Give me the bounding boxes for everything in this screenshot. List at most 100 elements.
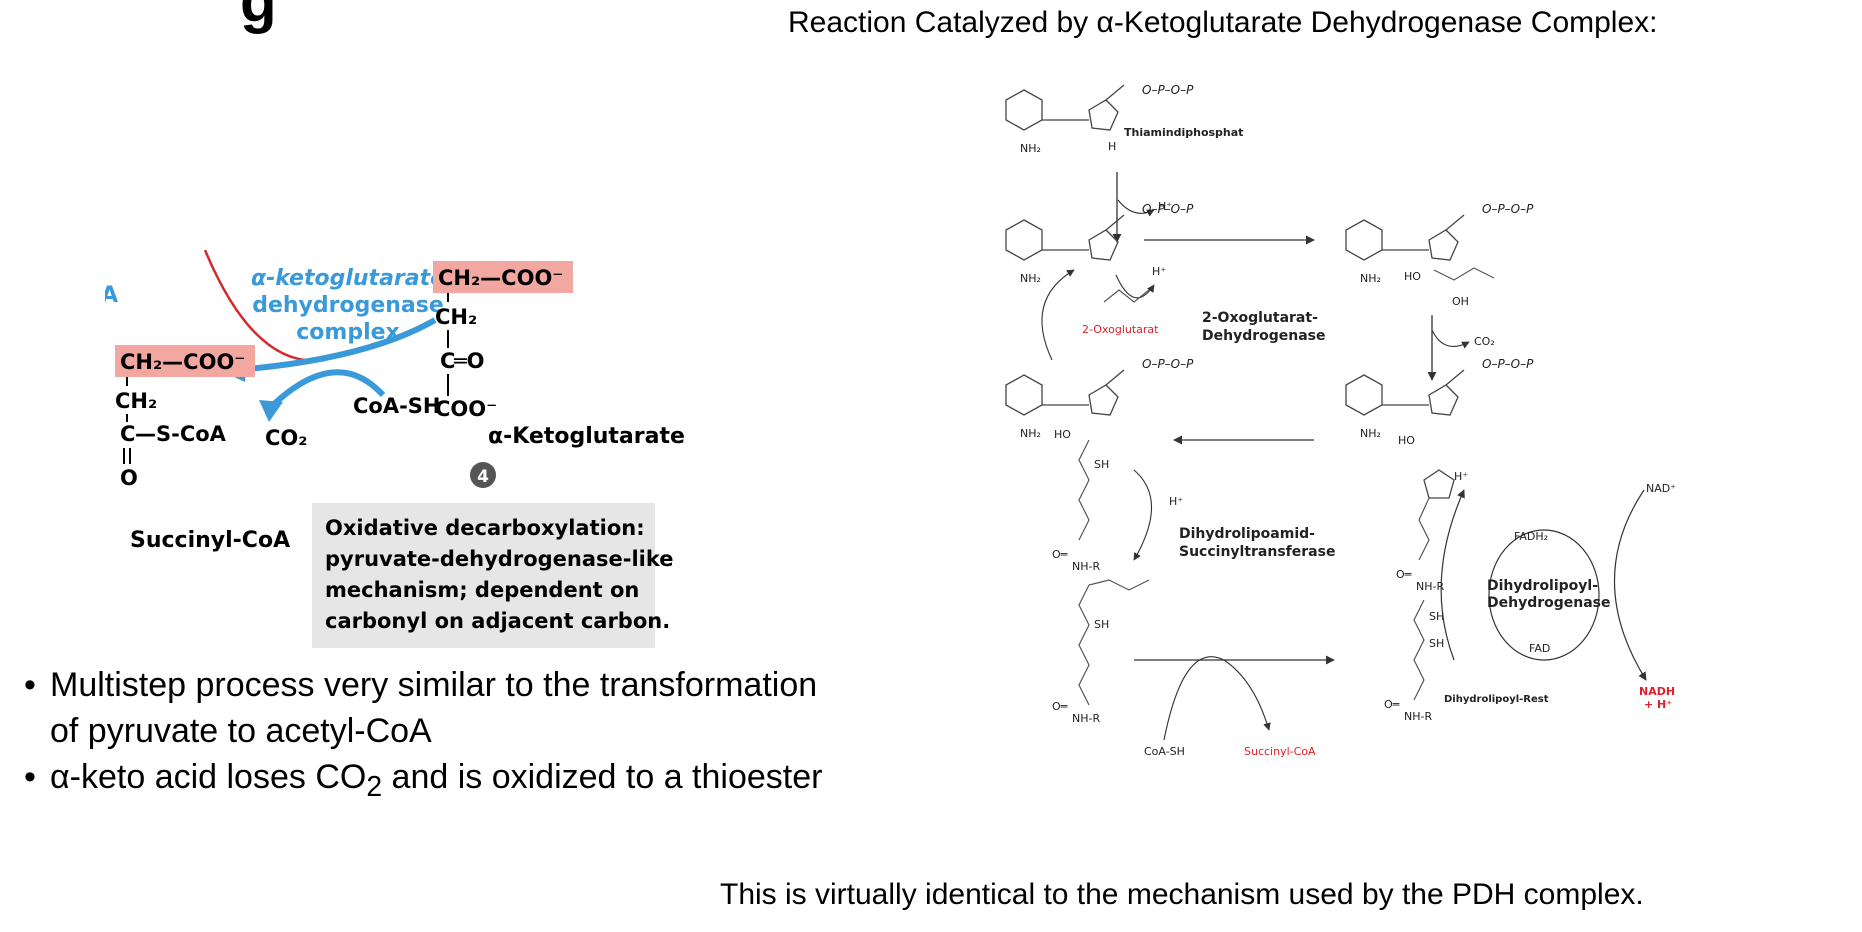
e1-line1: 2-Oxoglutarat- [1202, 310, 1318, 326]
pyrophosphate: O–P–O–P [1142, 83, 1194, 97]
nadh-line2: + H⁺ [1644, 698, 1672, 711]
enzyme-label: α-ketoglutarate dehydrogenase complex [251, 266, 445, 345]
bullet-line: of pyruvate to acetyl-CoA [50, 712, 432, 750]
slide-title-fragment: g [240, 0, 277, 34]
note-line-4: carbonyl on adjacent carbon. [325, 609, 670, 633]
coa-sh-label: CoA-SH [353, 394, 441, 418]
co2-label: CO₂ [265, 426, 307, 450]
attack-arrow [1115, 274, 1155, 299]
hydroxyl: HO [1398, 434, 1415, 447]
hydroxyl: OH [1452, 295, 1469, 308]
carbonyl: O═ [1396, 568, 1412, 581]
bullet-text: Multistep process very similar to the tr… [50, 662, 817, 754]
e3-line1: Dihydrolipoyl- [1487, 578, 1598, 594]
h-plus: H⁺ [1454, 470, 1468, 483]
amide: NH-R [1072, 712, 1100, 725]
pyrophosphate: O–P–O–P [1142, 202, 1194, 216]
e3-label: Dihydrolipoyl- Dehydrogenase [1487, 578, 1611, 611]
thiol: SH [1429, 637, 1444, 650]
succinyl-lipoamide: SH O═ NH-R [1052, 579, 1150, 725]
reaction-figure-svg: A α-ketoglutarate dehydrogenase complex … [105, 250, 685, 648]
e3-cycle [1488, 529, 1600, 661]
pyrophosphate: O–P–O–P [1142, 357, 1194, 371]
amide: NH-R [1416, 580, 1444, 593]
carbonyl: O═ [1052, 548, 1068, 561]
amide: NH-R [1072, 560, 1100, 573]
carbonyl: O═ [1052, 700, 1068, 713]
carbonyl: O═ [1384, 698, 1400, 711]
bullet-text-part: α-keto acid loses CO [50, 758, 367, 796]
substrate-name: 2-Oxoglutarat [1082, 323, 1159, 336]
tpp-ylide: O–P–O–P NH₂ H⁺ 2-Oxoglutarat [1005, 202, 1194, 336]
dihydrolipoyl-rest: SH SH O═ NH-R Dihydrolipoyl-Rest [1384, 599, 1549, 723]
substrate-ch2: CH₂ [435, 305, 477, 329]
bullet-item: • α-keto acid loses CO2 and is oxidized … [10, 754, 970, 810]
bullet-text: α-keto acid loses CO2 and is oxidized to… [50, 754, 822, 810]
hydroxyl: HO [1054, 428, 1071, 441]
cut-label: A [105, 283, 118, 308]
nh2: NH₂ [1020, 142, 1041, 155]
bullet-text-part: and is oxidized to a thioester [382, 758, 823, 796]
h-plus: H⁺ [1158, 200, 1172, 213]
bullet-dot: • [24, 666, 36, 704]
tpp-adduct: O–P–O–P NH₂ HO OH [1345, 202, 1534, 308]
thiol: SH [1094, 618, 1109, 631]
nh2: NH₂ [1360, 272, 1381, 285]
product-name: Succinyl-CoA [130, 528, 290, 553]
hydroxyl: HO [1404, 270, 1421, 283]
h-plus: H⁺ [1169, 495, 1183, 508]
nh2: NH₂ [1020, 427, 1041, 440]
note-line-1: Oxidative decarboxylation: [325, 516, 645, 540]
cycle-arrow [1041, 269, 1075, 361]
product-ch2-coo: CH₂—COO⁻ [120, 350, 245, 374]
caption: This is virtually identical to the mecha… [720, 878, 1644, 911]
step-badge [470, 462, 496, 488]
nh2: NH₂ [1020, 272, 1041, 285]
substrate-name: α-Ketoglutarate [488, 424, 685, 449]
enzyme-label-line2: dehydrogenase [252, 293, 444, 318]
enzyme-label-line1: α-ketoglutarate [251, 266, 445, 291]
substrate-coo: COO⁻ [435, 397, 497, 421]
e2-label: Dihydrolipoamid- Succinyltransferase [1179, 526, 1335, 560]
mechanism-svg: O–P–O–P NH₂ H Thiamindiphosphat H⁺ O–P–O… [1005, 83, 1676, 758]
note-box [312, 503, 655, 648]
co2-loss-arrow [1431, 329, 1470, 349]
proton-loss-arrow [1117, 199, 1155, 217]
e1-label: 2-Oxoglutarat- Dehydrogenase [1202, 310, 1326, 344]
pyrophosphate: O–P–O–P [1482, 202, 1534, 216]
transfer-arrow [1133, 469, 1152, 561]
e1-line2: Dehydrogenase [1202, 328, 1326, 344]
rest-label: Dihydrolipoyl-Rest [1444, 694, 1549, 705]
mechanism-scheme: O–P–O–P NH₂ H Thiamindiphosphat H⁺ O–P–O… [984, 80, 1862, 880]
substrate-c: C [440, 349, 455, 373]
co2: CO₂ [1474, 335, 1495, 348]
c2-h: H [1108, 140, 1116, 153]
tpp-label: Thiamindiphosphat [1124, 126, 1243, 139]
substrate-oxo: ═O [453, 349, 485, 373]
product-c: C [120, 422, 135, 446]
succinyl-coa: Succinyl-CoA [1244, 745, 1316, 758]
product-o: O [120, 466, 138, 490]
nadh-line1: NADH [1639, 685, 1675, 698]
fadh2: FADH₂ [1514, 530, 1548, 543]
amide: NH-R [1404, 710, 1432, 723]
note-line-3: mechanism; dependent on [325, 578, 639, 602]
arrow-head [259, 400, 283, 422]
fad: FAD [1529, 642, 1550, 655]
nad-arrow [1613, 489, 1647, 681]
bullet-line: Multistep process very similar to the tr… [50, 666, 818, 704]
pyrophosphate: O–P–O–P [1482, 357, 1534, 371]
product-ch2: CH₂ [115, 389, 157, 413]
note-text: Oxidative decarboxylation: pyruvate-dehy… [325, 516, 674, 633]
product-group-box [115, 345, 255, 377]
nh2: NH₂ [1360, 427, 1381, 440]
substrate-group-box [433, 261, 573, 293]
note-line-2: pyruvate-dehydrogenase-like [325, 547, 674, 571]
tpp-enamine: O–P–O–P NH₂ HO O═ NH-R H⁺ [1345, 357, 1534, 593]
e2-line1: Dihydrolipoamid- [1179, 526, 1315, 542]
bullet-subscript: 2 [366, 770, 383, 803]
substrate-ch2-coo: CH₂—COO⁻ [438, 266, 563, 290]
product-s-coa: —S-CoA [135, 422, 227, 446]
bullet-dot: • [24, 758, 36, 796]
thiol: SH [1094, 458, 1109, 471]
